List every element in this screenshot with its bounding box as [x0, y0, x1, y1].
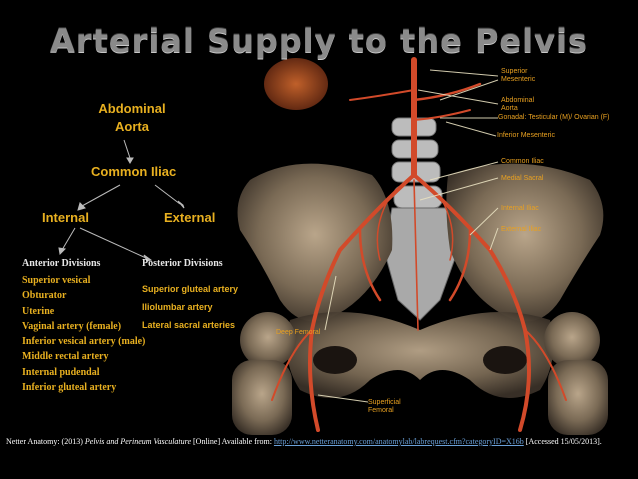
anterior-item: Middle rectal artery: [22, 351, 109, 363]
citation-start: Netter Anatomy: (2013): [6, 437, 85, 446]
common-iliac-label: Common Iliac: [501, 158, 544, 165]
abdominal-aorta-label: Abdominal Aorta: [501, 97, 535, 112]
posterior-item: Lateral sacral arteries: [142, 320, 236, 330]
superior-mesenteric-label: Superior Mesenteric: [501, 68, 536, 83]
posterior-divisions-list: Superior gluteal artery Iliolumbar arter…: [142, 280, 238, 334]
medial-sacral-label: Medial Sacral: [501, 175, 544, 182]
anterior-divisions-list: Superior vesical Obturator Uterine Vagin…: [22, 273, 145, 395]
external-iliac-label: External Iliac: [501, 226, 542, 233]
citation: Netter Anatomy: (2013) Pelvis and Perine…: [6, 437, 634, 447]
superficial-femoral-label: Superficial Femoral: [368, 399, 401, 414]
citation-italic: Pelvis and Perineum Vasculature: [84, 437, 191, 446]
inferior-mesenteric-label: Inferior Mesenteric: [497, 132, 555, 139]
posterior-item: Iliolumbar artery: [142, 302, 213, 312]
internal-iliac-label: Internal Iliac: [501, 205, 539, 212]
anterior-item: Internal pudendal: [22, 366, 100, 378]
posterior-divisions-heading: Posterior Divisions: [142, 258, 223, 269]
common-iliac-node: Common Iliac: [91, 164, 177, 179]
posterior-item: Superior gluteal artery: [142, 284, 239, 294]
abdominal-aorta-node: Abdominal Aorta: [98, 101, 166, 134]
anterior-item: Superior vesical: [22, 275, 91, 286]
gonadal-label: Gonadal: Testicular (M)/ Ovarian (F): [498, 114, 610, 121]
anterior-divisions-heading: Anterior Divisions: [22, 258, 101, 269]
anterior-item: Vaginal artery (female): [22, 320, 122, 332]
anterior-item: Uterine: [22, 305, 55, 317]
citation-end: [Accessed 15/05/2013].: [523, 437, 602, 446]
deep-femoral-label: Deep Femoral: [276, 329, 321, 336]
slide-title: Arterial Supply to the Pelvis: [50, 22, 588, 60]
citation-link[interactable]: http://www.netteranatomy.com/anatomylab/…: [273, 437, 524, 446]
anterior-item: Obturator: [22, 290, 67, 302]
anterior-item: Inferior vesical artery (male): [22, 336, 146, 348]
internal-node: Internal: [42, 210, 89, 225]
citation-mid: [Online] Available from:: [191, 437, 274, 446]
external-node: External: [164, 210, 216, 225]
anterior-item: Inferior gluteal artery: [22, 382, 117, 394]
